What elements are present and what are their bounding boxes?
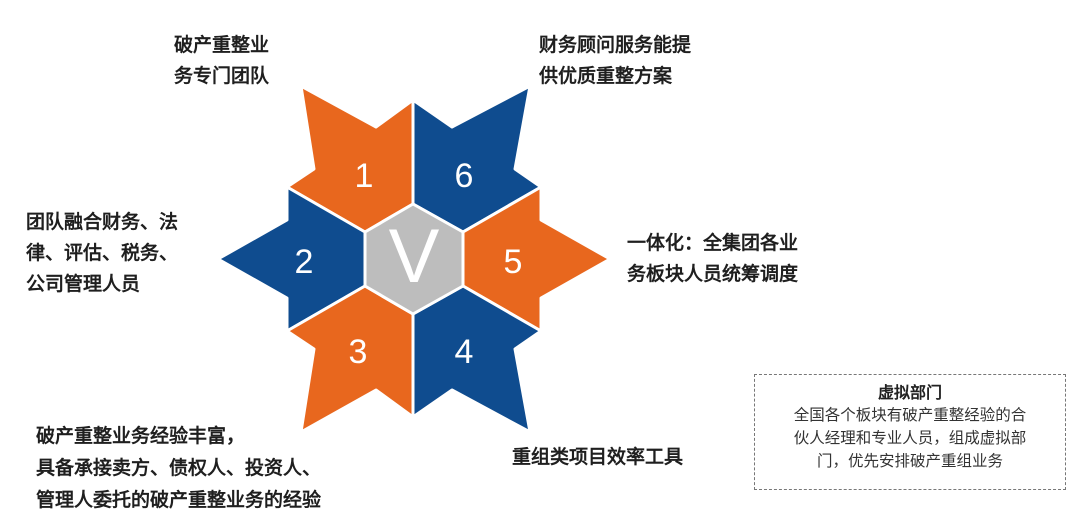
segment-4-number: 4 — [455, 333, 474, 371]
label-line: 务专门团队 — [174, 65, 270, 87]
label-line: 破产重整业 — [174, 34, 270, 56]
label-line: 团队融合财务、法 — [26, 211, 179, 233]
label-line: 律、评估、税务、 — [26, 242, 179, 264]
virtual-department-title: 虚拟部门 — [877, 383, 942, 402]
segment-1-number: 1 — [355, 157, 374, 195]
label-line: 具备承接卖方、债权人、投资人、 — [36, 457, 322, 479]
label-line: 务板块人员统筹调度 — [627, 263, 799, 285]
label-segment-3: 破产重整业务经验丰富， 具备承接卖方、债权人、投资人、 管理人委托的破产重整业务… — [36, 420, 321, 516]
center-letter: V — [389, 214, 440, 299]
virtual-department-line: 伙人经理和专业人员，组成虚拟部 — [793, 429, 1027, 447]
segment-5-number: 5 — [504, 243, 523, 281]
label-line: 管理人委托的破产重整业务的经验 — [36, 489, 322, 511]
virtual-department-box: 虚拟部门 全国各个板块有破产重整经验的合 伙人经理和专业人员，组成虚拟部 门，优… — [754, 374, 1066, 490]
center-hexagon-shape — [363, 202, 465, 316]
segment-2-number: 2 — [295, 243, 314, 281]
label-line: 财务顾问服务能提 — [539, 34, 692, 56]
segment-3-number: 3 — [349, 333, 368, 371]
label-line: 公司管理人员 — [26, 273, 141, 295]
label-segment-2: 团队融合财务、法 律、评估、税务、 公司管理人员 — [26, 207, 178, 300]
label-line: 供优质重整方案 — [539, 65, 673, 87]
segment-1: 1 — [285, 84, 415, 234]
label-segment-1: 破产重整业 务专门团队 — [174, 30, 269, 92]
center-hexagon: V — [363, 202, 465, 316]
segment-3: 3 — [285, 284, 415, 434]
virtual-department-line: 门，优先安排破产重组业务 — [816, 452, 1003, 470]
label-line: 一体化：全集团各业 — [627, 232, 799, 254]
label-segment-6: 财务顾问服务能提 供优质重整方案 — [539, 30, 691, 92]
label-segment-4: 重组类项目效率工具 — [512, 442, 683, 473]
segment-6-number: 6 — [455, 157, 474, 195]
label-line: 破产重整业务经验丰富， — [36, 425, 246, 447]
label-line: 重组类项目效率工具 — [512, 446, 684, 468]
virtual-department-line: 全国各个板块有破产重整经验的合 — [793, 406, 1027, 424]
label-segment-5: 一体化：全集团各业 务板块人员统筹调度 — [627, 228, 798, 290]
